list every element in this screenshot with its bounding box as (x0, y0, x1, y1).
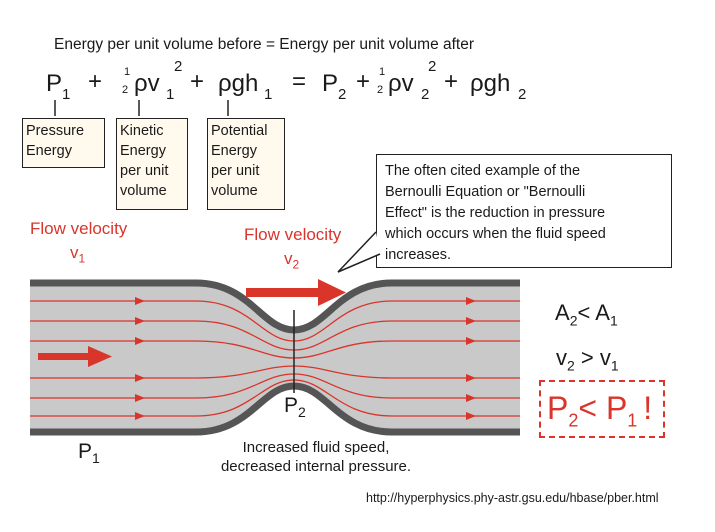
velocity-relation: v2 > v1 (556, 345, 619, 374)
eq-rho-gh2: ρgh (470, 70, 511, 97)
arrowhead (135, 374, 145, 382)
eq-v1-sub: 1 (166, 86, 175, 103)
eq-half-den-1: 2 (122, 84, 129, 96)
arrowhead (135, 337, 145, 345)
flow-velocity-1-label: Flow velocity v1 (30, 219, 128, 266)
arrowhead (466, 374, 476, 382)
source-url: http://hyperphysics.phy-astr.gsu.edu/hba… (366, 491, 659, 505)
v2-arrow (246, 279, 346, 306)
arrowhead (466, 412, 476, 420)
headline: Energy per unit volume before = Energy p… (54, 36, 475, 53)
eq-plus-3: + (356, 68, 371, 95)
eq-rho-gh1: ρgh (218, 70, 259, 97)
pipe-fluid (30, 283, 520, 432)
eq-plus-4: + (444, 68, 459, 95)
eq-half-num-1: 1 (124, 66, 131, 78)
pressure-relation-box: P2< P1! (539, 380, 665, 438)
eq-h1-sub: 1 (264, 86, 273, 103)
arrowhead (135, 412, 145, 420)
arrowhead (135, 317, 145, 325)
eq-half-den-2: 2 (377, 84, 384, 96)
eq-p2-sub: 2 (338, 86, 347, 103)
eq-h2-sub: 2 (518, 86, 527, 103)
flow-velocity-2-label: Flow velocity v2 (244, 225, 342, 272)
eq-v1-sq: 2 (174, 58, 183, 75)
bernoulli-equation: P 1 + 1 2 ρv 1 2 + ρgh 1 = P 2 + 1 2 ρv … (40, 58, 600, 110)
caption: Increased fluid speed,decreased internal… (220, 439, 412, 475)
eq-plus-1: + (88, 68, 103, 95)
arrowhead (466, 317, 476, 325)
p1-label: P1 (78, 440, 100, 467)
eq-v2-sub: 2 (421, 86, 430, 103)
eq-half-num-2: 1 (379, 66, 386, 78)
eq-equals: = (292, 68, 307, 95)
arrowhead (135, 297, 145, 305)
eq-p2: P (322, 70, 339, 97)
arrowhead (466, 394, 476, 402)
eq-p1-sub: 1 (62, 86, 71, 103)
eq-p1: P (46, 70, 63, 97)
streamline-arrowheads (135, 297, 476, 420)
arrowhead (135, 394, 145, 402)
arrowhead (466, 297, 476, 305)
eq-rho-v2: ρv (388, 70, 414, 97)
arrowhead (466, 337, 476, 345)
v1-arrow (38, 346, 112, 367)
area-relation: A2< A1 (555, 300, 618, 329)
callout-pointer (337, 231, 381, 273)
eq-v2-sq: 2 (428, 58, 437, 75)
p2-label: P2 (284, 394, 306, 421)
eq-plus-2: + (190, 68, 205, 95)
eq-rho-v1: ρv (134, 70, 160, 97)
